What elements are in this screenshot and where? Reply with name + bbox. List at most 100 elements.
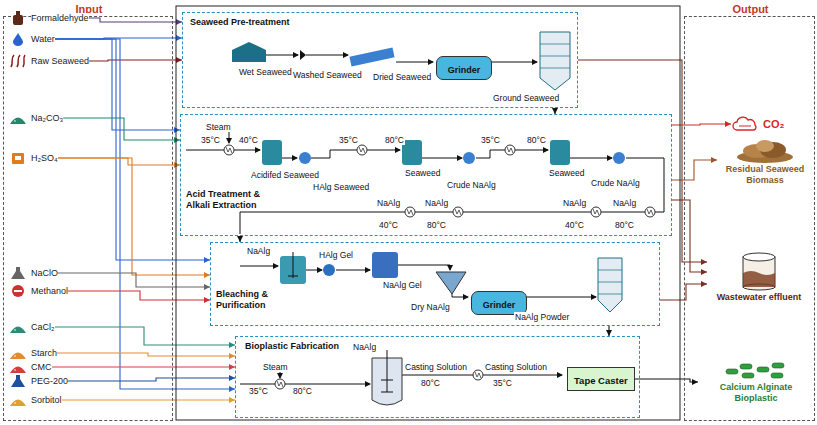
- input-icon: [9, 320, 27, 334]
- process-graphic: [186, 150, 260, 151]
- flow-connector: [55, 327, 236, 348]
- input-item: Raw Seaweed: [9, 54, 89, 68]
- input-name: Water: [31, 34, 55, 45]
- process-graphic: [336, 270, 370, 271]
- filter: [299, 152, 311, 164]
- flow-connector: [89, 18, 182, 25]
- output-name: CO₂: [763, 118, 784, 131]
- process-graphic: [526, 297, 596, 298]
- arrow-head: [701, 259, 707, 265]
- stream-label: 80°C: [614, 220, 635, 230]
- dryer-cone: [436, 272, 466, 294]
- flow-connector: [672, 121, 731, 127]
- io-region: OutputCO₂Residual Seaweed BiomassWastewa…: [684, 16, 815, 421]
- process-graphic: [405, 207, 415, 217]
- stream-label: HAlg Seaweed: [312, 182, 370, 192]
- flow-line: [68, 378, 235, 381]
- process-graphic: [266, 55, 298, 56]
- flow-connector: [55, 39, 235, 392]
- stream-label: Seaweed: [548, 168, 585, 178]
- process-graphic: [280, 372, 281, 378]
- input-icon: [9, 284, 27, 298]
- reactor: [372, 252, 398, 278]
- process-graphic: [396, 62, 433, 63]
- flow-connector: [68, 291, 210, 303]
- stream-label: Steam: [262, 362, 289, 372]
- io-region: InputFormaldehydeWaterRaw SeaweedNa₂CO₃H…: [3, 16, 173, 421]
- stream-label: Casting Solution: [484, 362, 548, 372]
- input-name: Na₂CO₃: [31, 113, 63, 124]
- flow-connector: [635, 379, 698, 385]
- input-icon: [9, 360, 27, 374]
- input-name: PEG-200: [31, 376, 68, 387]
- process-graphic: [453, 207, 463, 217]
- stream-label: NaAlg: [376, 198, 401, 208]
- tank: [262, 140, 282, 165]
- stream-label: 80°C: [420, 378, 441, 388]
- section-heading: Bioplastic Fabrication: [244, 341, 340, 352]
- process-graphic: [306, 270, 322, 271]
- process-section: Bleaching & PurificationGrinder: [210, 242, 660, 326]
- stream-label: Steam: [205, 122, 232, 132]
- process-graphic: [491, 62, 537, 63]
- process-graphic: [422, 158, 462, 159]
- process-graphic: [357, 145, 367, 155]
- output-name: Calcium Alginate Bioplastic: [698, 382, 814, 404]
- stream-label: 80°C: [384, 135, 405, 145]
- process-graphic: [186, 55, 664, 384]
- input-name: Formaldehyde: [31, 13, 89, 24]
- process-graphic: [505, 145, 515, 155]
- arrow-head: [701, 281, 707, 287]
- flow-connector: [672, 200, 707, 275]
- equipment-name: Tape Caster: [574, 375, 628, 386]
- flow-line: [89, 18, 182, 22]
- input-icon: [9, 32, 27, 46]
- arrow-head: [701, 269, 707, 275]
- equipment-box: Tape Caster: [567, 367, 635, 391]
- input-item: Starch: [9, 346, 57, 360]
- input-name: Methanol: [31, 286, 68, 297]
- stream-label: NaAlg: [246, 246, 271, 256]
- process-boundary: [176, 6, 680, 420]
- output-name: Wastewater effluent: [717, 292, 802, 303]
- output-icon: [737, 251, 781, 291]
- flow-connector: [55, 39, 180, 133]
- stream-label: Washed Seaweed: [292, 70, 363, 80]
- input-name: Raw Seaweed: [31, 56, 89, 67]
- input-item: CaCl₂: [9, 320, 55, 334]
- input-icon: [9, 111, 27, 125]
- flow-connector: [57, 353, 235, 359]
- process-section: Bioplastic FabricationTape Caster: [235, 336, 640, 418]
- flow-line: [55, 39, 180, 130]
- tank: [550, 140, 570, 165]
- flow-connector: [63, 118, 180, 143]
- output-item: Calcium Alginate Bioplastic: [698, 361, 814, 404]
- section-heading: Seaweed Pre-treatment: [189, 17, 291, 28]
- flow-connector: [58, 273, 210, 290]
- flow-line: [578, 60, 707, 262]
- flow-line: [55, 327, 236, 345]
- dryer: [349, 48, 394, 67]
- stream-label: HAlg Gel: [318, 250, 354, 260]
- input-icon: [9, 266, 27, 280]
- region-heading: Output: [685, 3, 816, 16]
- flow-line: [57, 353, 235, 356]
- stream-label: NaAlg: [562, 198, 587, 208]
- stream-label: Seaweed: [404, 168, 441, 178]
- input-item: PEG-200: [9, 374, 68, 388]
- output-item: Wastewater effluent: [707, 251, 811, 303]
- flow-connector: [68, 375, 235, 381]
- region-heading: Input: [4, 3, 174, 16]
- filter: [323, 264, 335, 276]
- equipment-name: Grinder: [448, 65, 481, 75]
- filter: [463, 152, 475, 164]
- stream-label: 35°C: [480, 135, 501, 145]
- input-item: CMC: [9, 360, 52, 374]
- input-icon: [9, 151, 27, 165]
- flow-line: [55, 39, 235, 389]
- process-graphic: [591, 207, 601, 217]
- flow-connector: [58, 158, 180, 168]
- input-name: H₂SO₄: [31, 153, 58, 164]
- output-icon: [731, 115, 759, 133]
- process-graphic: [381, 350, 393, 392]
